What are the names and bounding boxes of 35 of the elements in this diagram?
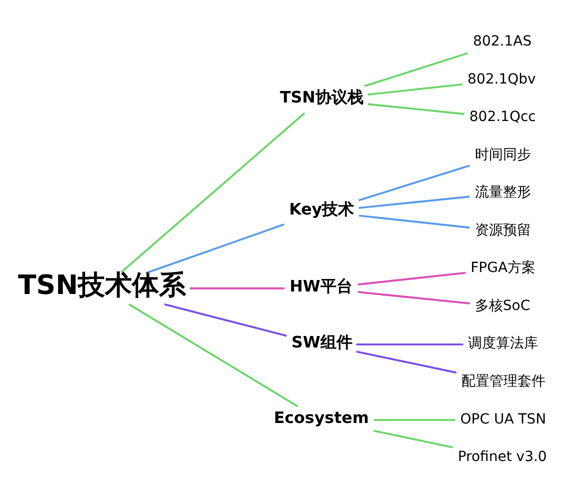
connector <box>190 287 285 290</box>
connector <box>356 343 464 346</box>
connector <box>128 303 298 408</box>
connector <box>358 272 466 286</box>
node-text: 配置管理套件 <box>461 373 546 390</box>
connector <box>374 430 454 448</box>
node-text: 多核SoC <box>474 298 530 314</box>
connector <box>364 52 468 88</box>
node-text: 802.1Qbv <box>468 71 536 88</box>
node-text: Ecosystem <box>274 408 369 427</box>
node-text: 流量整形 <box>474 184 531 201</box>
node-text: 802.1AS <box>473 34 532 50</box>
connector <box>374 418 456 421</box>
node-text: FPGA方案 <box>470 260 536 276</box>
connector <box>147 223 284 274</box>
node-text: 资源预留 <box>474 222 531 238</box>
connector <box>358 164 470 202</box>
node-text: TSN技术体系 <box>18 270 186 301</box>
connector <box>368 83 463 96</box>
connector <box>368 103 464 115</box>
node-text: HW平台 <box>290 276 352 296</box>
node-text: TSN协议栈 <box>280 87 364 106</box>
connector <box>358 214 470 229</box>
connector <box>358 196 470 209</box>
connector <box>120 112 306 273</box>
node-text: Profinet v3.0 <box>458 449 547 466</box>
node-text: 802.1Qcc <box>469 109 536 126</box>
node-text: 时间同步 <box>474 146 531 163</box>
connector <box>358 291 470 304</box>
node-text: OPC UA TSN <box>460 411 546 428</box>
node-text: Key技术 <box>289 200 354 219</box>
node-text: SW组件 <box>292 332 352 352</box>
connector <box>164 303 287 337</box>
connector <box>356 350 457 374</box>
node-text: 调度算法库 <box>468 336 538 352</box>
